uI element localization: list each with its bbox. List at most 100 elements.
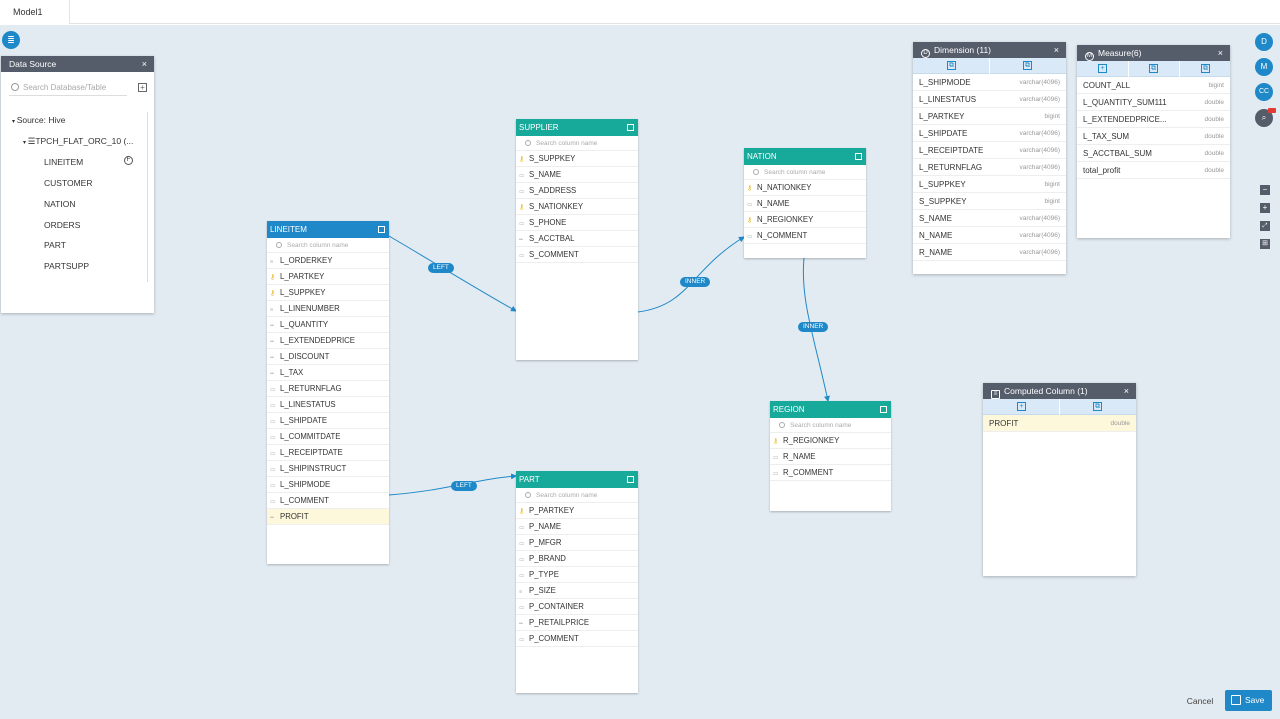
column-row[interactable]: ▭P_CONTAINER bbox=[516, 599, 638, 615]
column-row[interactable]: ⚷P_PARTKEY bbox=[516, 503, 638, 519]
dimension-toggle-button[interactable]: D bbox=[1255, 33, 1273, 51]
table-header-region[interactable]: REGION bbox=[770, 401, 891, 418]
column-row[interactable]: ⚷L_PARTKEY bbox=[267, 269, 389, 285]
column-row[interactable]: ≡L_ORDERKEY bbox=[267, 253, 389, 269]
copy-icon[interactable]: ⧉ bbox=[1093, 402, 1102, 411]
table-item-lineitem[interactable]: LINEITEM bbox=[44, 157, 84, 167]
column-row[interactable]: ▭L_COMMITDATE bbox=[267, 429, 389, 445]
zoom-in-button[interactable]: + bbox=[1260, 203, 1270, 213]
join-label-inner-region[interactable]: INNER bbox=[798, 322, 829, 332]
table-header-supplier[interactable]: SUPPLIER bbox=[516, 119, 638, 136]
add-icon[interactable]: + bbox=[1098, 64, 1107, 73]
column-row[interactable]: ▭P_MFGR bbox=[516, 535, 638, 551]
grid-icon[interactable] bbox=[880, 406, 887, 413]
column-row[interactable]: ▭S_PHONE bbox=[516, 215, 638, 231]
save-button[interactable]: Save bbox=[1225, 690, 1272, 711]
copy-icon[interactable]: ⧉ bbox=[1023, 61, 1032, 70]
column-search-input[interactable]: Search column name bbox=[516, 136, 638, 151]
table-header-nation[interactable]: NATION bbox=[744, 148, 866, 165]
column-search-input[interactable]: Search column name bbox=[744, 165, 866, 180]
column-search-input[interactable]: Search column name bbox=[770, 418, 891, 433]
join-label-inner-nation[interactable]: INNER bbox=[680, 277, 711, 287]
auto-layout-icon[interactable]: ⊞ bbox=[1260, 239, 1270, 249]
column-row[interactable]: ▭P_COMMENT bbox=[516, 631, 638, 647]
table-header-lineitem[interactable]: LINEITEM bbox=[267, 221, 389, 238]
table-item-nation[interactable]: NATION bbox=[44, 199, 76, 209]
grid-icon[interactable] bbox=[627, 124, 634, 131]
column-row[interactable]: ▭S_NAME bbox=[516, 167, 638, 183]
table-card-nation[interactable]: NATION Search column name ⚷N_NATIONKEY▭N… bbox=[744, 148, 866, 258]
column-row[interactable]: ▭N_NAME bbox=[744, 196, 866, 212]
cancel-button[interactable]: Cancel bbox=[1186, 696, 1214, 706]
column-row[interactable]: ≡L_LINENUMBER bbox=[267, 301, 389, 317]
batch-edit-icon[interactable]: ⧉ bbox=[947, 61, 956, 70]
close-icon[interactable]: × bbox=[1217, 48, 1223, 58]
table-item-part[interactable]: PART bbox=[44, 240, 66, 250]
table-card-part[interactable]: PART Search column name ⚷P_PARTKEY▭P_NAM… bbox=[516, 471, 638, 693]
grid-icon[interactable] bbox=[855, 153, 862, 160]
model-canvas[interactable] bbox=[0, 25, 1280, 719]
join-label-left-part[interactable]: LEFT bbox=[451, 481, 477, 491]
column-row[interactable]: ▭S_ADDRESS bbox=[516, 183, 638, 199]
table-item-orders[interactable]: ORDERS bbox=[44, 220, 81, 230]
close-icon[interactable]: × bbox=[1053, 45, 1059, 55]
close-icon[interactable]: × bbox=[141, 59, 147, 69]
search-database-input[interactable]: Search Database/Table bbox=[9, 80, 127, 96]
add-table-button[interactable]: + bbox=[138, 83, 147, 92]
close-icon[interactable]: × bbox=[1123, 386, 1129, 396]
table-item-partsupp[interactable]: PARTSUPP bbox=[44, 261, 90, 271]
add-icon[interactable]: + bbox=[1017, 402, 1026, 411]
table-card-lineitem[interactable]: LINEITEM Search column name ≡L_ORDERKEY⚷… bbox=[267, 221, 389, 564]
column-row[interactable]: ⚷N_REGIONKEY bbox=[744, 212, 866, 228]
column-search-input[interactable]: Search column name bbox=[516, 488, 638, 503]
column-row[interactable]: ▭L_LINESTATUS bbox=[267, 397, 389, 413]
column-row[interactable]: ▭L_RETURNFLAG bbox=[267, 381, 389, 397]
column-row[interactable]: ▭P_NAME bbox=[516, 519, 638, 535]
grid-icon[interactable] bbox=[627, 476, 634, 483]
batch-edit-icon[interactable]: ⧉ bbox=[1149, 64, 1158, 73]
table-item-customer[interactable]: CUSTOMER bbox=[44, 178, 93, 188]
column-row[interactable]: •• L_TAX bbox=[267, 365, 389, 381]
computed-column-toggle-button[interactable]: CC bbox=[1255, 83, 1273, 101]
table-card-region[interactable]: REGION Search column name ⚷R_REGIONKEY▭R… bbox=[770, 401, 891, 511]
tab-model1[interactable]: Model1 bbox=[0, 0, 70, 24]
column-row[interactable]: ⚷R_REGIONKEY bbox=[770, 433, 891, 449]
column-row[interactable]: ▭L_RECEIPTDATE bbox=[267, 445, 389, 461]
column-row[interactable]: •• S_ACCTBAL bbox=[516, 231, 638, 247]
column-row[interactable]: ▭L_SHIPINSTRUCT bbox=[267, 461, 389, 477]
column-row[interactable]: ▭R_NAME bbox=[770, 449, 891, 465]
measure-toggle-button[interactable]: M bbox=[1255, 58, 1273, 76]
column-row[interactable]: ▭S_COMMENT bbox=[516, 247, 638, 263]
column-row[interactable]: ▭P_BRAND bbox=[516, 551, 638, 567]
fullscreen-icon[interactable]: ⤢ bbox=[1260, 221, 1270, 231]
join-label-left-supplier[interactable]: LEFT bbox=[428, 263, 454, 273]
column-row[interactable]: ▭P_TYPE bbox=[516, 567, 638, 583]
measure-row[interactable]: L_EXTENDEDPRICE...double bbox=[1077, 111, 1230, 128]
copy-icon[interactable]: ⧉ bbox=[1201, 64, 1210, 73]
datasource-toggle-button[interactable]: ≣ bbox=[2, 31, 20, 49]
column-row[interactable]: •• PROFIT bbox=[267, 509, 389, 525]
column-row[interactable]: ⚷S_SUPPKEY bbox=[516, 151, 638, 167]
column-row[interactable]: •• L_QUANTITY bbox=[267, 317, 389, 333]
column-row[interactable]: ⚷N_NATIONKEY bbox=[744, 180, 866, 196]
column-row[interactable]: ▭L_SHIPDATE bbox=[267, 413, 389, 429]
scrollbar[interactable] bbox=[147, 112, 148, 282]
column-search-input[interactable]: Search column name bbox=[267, 238, 389, 253]
column-row[interactable]: ⚷S_NATIONKEY bbox=[516, 199, 638, 215]
